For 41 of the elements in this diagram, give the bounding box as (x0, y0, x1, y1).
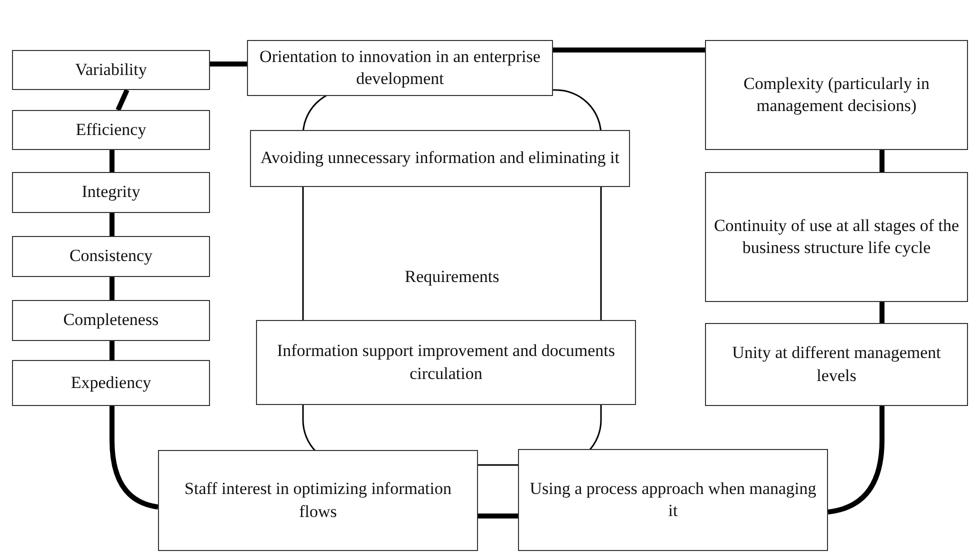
box-text: Information support improvement and documents circulation (276, 340, 616, 384)
box-text: Staff interest in optimizing information flows (184, 478, 452, 522)
requirement-box (12, 50, 210, 90)
requirement-box (12, 172, 210, 213)
connector-line (210, 62, 247, 66)
requirement-box (256, 320, 636, 405)
requirement-box (250, 130, 630, 187)
box-text: Completeness (63, 309, 159, 332)
box-text: Orientation to innovation in an enterprise development (258, 46, 542, 90)
box-text: Variability (75, 58, 147, 81)
connector-line (110, 406, 158, 510)
box-text: Integrity (82, 181, 140, 204)
requirement-box (705, 40, 968, 150)
requirement-box (12, 300, 210, 341)
box-text: Efficiency (76, 118, 146, 141)
connector-line (110, 150, 114, 172)
requirement-box (705, 323, 968, 406)
box-text: Consistency (69, 245, 153, 268)
connector-line (828, 406, 884, 514)
connector-line (116, 88, 130, 112)
box-text: Requirements (404, 266, 500, 288)
requirement-box (705, 172, 968, 302)
box-text: Continuity of use at all stages of the business structure life cycle (712, 214, 960, 259)
requirement-box (12, 110, 210, 150)
box-text: Avoiding unnecessary information and eliminating it (260, 147, 620, 170)
requirement-box (12, 236, 210, 277)
requirement-box (247, 40, 553, 96)
connector-line (880, 150, 884, 172)
box-text: Expediency (70, 372, 152, 394)
box-text: Unity at different management levels (731, 342, 942, 386)
connector-line (478, 514, 518, 518)
connector-line (880, 302, 884, 323)
box-text: Complexity (particularly in management decisions) (742, 72, 930, 117)
requirement-box (518, 449, 828, 551)
connector-line (110, 213, 114, 236)
requirement-box (158, 450, 478, 551)
connector-line (110, 277, 114, 300)
connector-line (553, 48, 705, 52)
requirement-box (12, 360, 210, 406)
box-text: Using a process approach when managing it (528, 478, 818, 522)
connector-line (110, 341, 114, 360)
